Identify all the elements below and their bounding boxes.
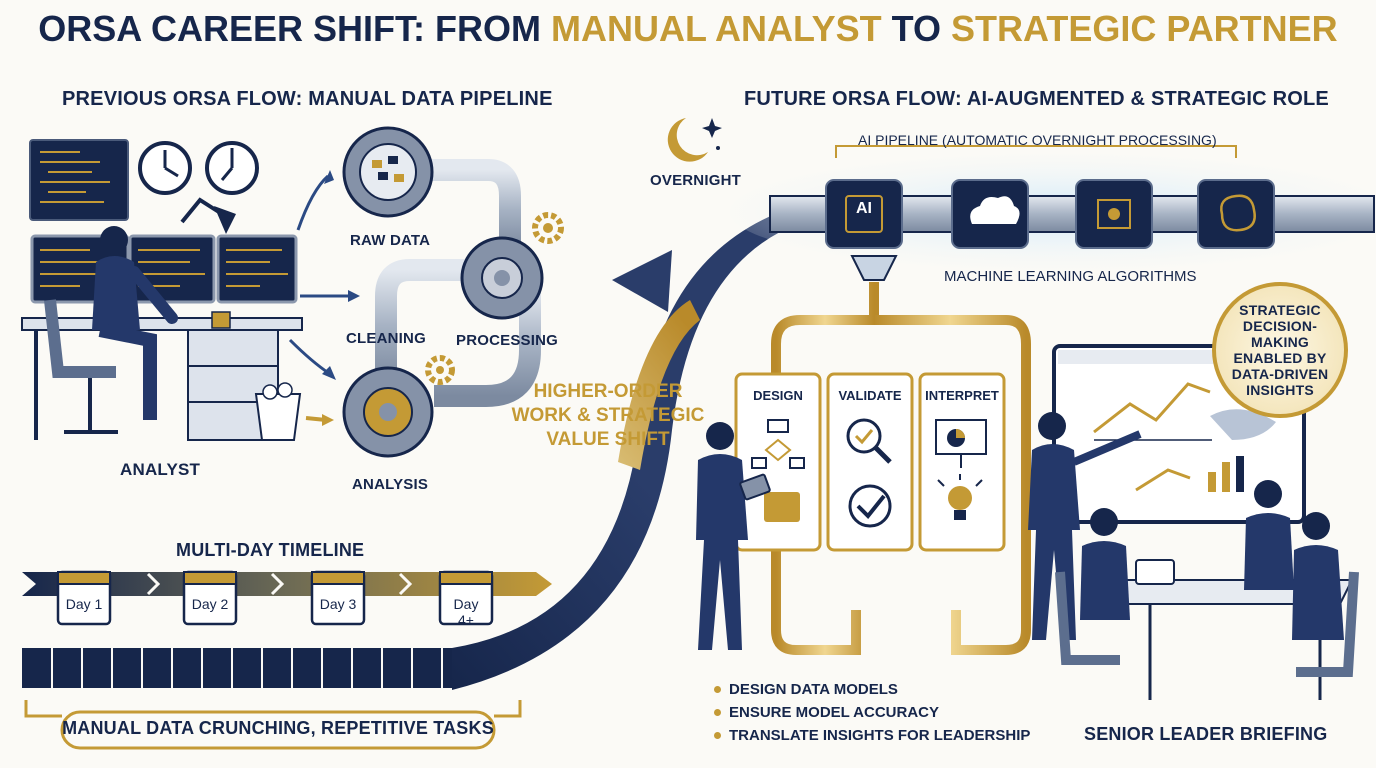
title-part-4: STRATEGIC PARTNER [951, 8, 1338, 49]
badge-line-3: ENABLED BY [1233, 350, 1327, 366]
shift-line-2: WORK & STRATEGIC [511, 405, 705, 426]
badge-line-1: STRATEGIC [1239, 302, 1321, 318]
gear-icon [342, 366, 434, 458]
badge-line-2: DECISION-MAKING [1242, 318, 1318, 350]
page-title: ORSA CAREER SHIFT: FROM MANUAL ANALYST T… [0, 8, 1376, 50]
clock-icon [138, 141, 192, 195]
bullet-dot-icon [714, 732, 721, 739]
manual-bar-label: MANUAL DATA CRUNCHING, REPETITIVE TASKS [62, 718, 494, 738]
leader-figures [1055, 480, 1359, 677]
clock-icon [205, 141, 259, 195]
manual-pipes [375, 159, 541, 407]
card-interpret-title: INTERPRET [925, 388, 999, 403]
desk-lamp-icon [180, 197, 236, 234]
strategic-badge-text: STRATEGIC DECISION-MAKING ENABLED BY DAT… [1214, 302, 1346, 398]
pipeline-outlet [850, 255, 898, 281]
pipeline-bracket [835, 145, 1237, 158]
moon-icon [667, 118, 722, 162]
processing-label: PROCESSING [456, 332, 559, 349]
flow-arrows [288, 174, 352, 376]
presentation-icon [935, 419, 987, 468]
calendar-icon [56, 570, 494, 626]
shift-arrow [452, 212, 780, 690]
shift-line-3: VALUE SHIFT [546, 429, 670, 450]
bullet-text: TRANSLATE INSIGHTS FOR LEADERSHIP [729, 727, 1031, 744]
gear-icon [460, 236, 544, 320]
network-chip-node [1075, 179, 1153, 249]
bullet-text: DESIGN DATA MODELS [729, 681, 898, 698]
future-flow-heading: FUTURE ORSA FLOW: AI-AUGMENTED & STRATEG… [744, 88, 1329, 110]
cloud-node [951, 179, 1029, 249]
code-board [29, 139, 129, 221]
waste-basket-icon [254, 382, 302, 441]
overnight-label: OVERNIGHT [650, 172, 741, 189]
ai-chip-label: AI [856, 200, 872, 217]
previous-flow-heading: PREVIOUS ORSA FLOW: MANUAL DATA PIPELINE [62, 88, 553, 110]
gear-icon [342, 126, 434, 218]
shift-label: HIGHER-ORDER WORK & STRATEGIC VALUE SHIF… [500, 380, 716, 452]
card-design-title: DESIGN [753, 388, 803, 403]
small-gear-icon [425, 212, 564, 385]
analyst-figure [44, 226, 178, 434]
role-bullets: DESIGN DATA MODELS ENSURE MODEL ACCURACY… [714, 678, 1030, 747]
flowchart-icon [751, 419, 805, 469]
timeline-arrow [22, 572, 552, 596]
day-2-label: Day 2 [191, 596, 229, 612]
analysis-label: ANALYSIS [352, 476, 429, 493]
bullet-item: ENSURE MODEL ACCURACY [714, 701, 1030, 724]
raw-data-label: RAW DATA [350, 232, 431, 249]
manual-task-bar [22, 648, 522, 750]
analyst-monitors [30, 234, 298, 304]
analyst-label: ANALYST [120, 460, 201, 479]
shift-line-1: HIGHER-ORDER [533, 381, 683, 402]
bullet-text: ENSURE MODEL ACCURACY [729, 704, 940, 721]
pipeline-label: AI PIPELINE (AUTOMATIC OVERNIGHT PROCESS… [858, 132, 1217, 148]
ai-chip-node [825, 179, 903, 249]
bullet-dot-icon [714, 686, 721, 693]
bullet-item: DESIGN DATA MODELS [714, 678, 1030, 701]
arrow-heads [322, 170, 360, 380]
bullet-item: TRANSLATE INSIGHTS FOR LEADERSHIP [714, 724, 1030, 747]
day-1-label: Day 1 [65, 596, 103, 612]
magnifier-icon [846, 418, 892, 464]
title-part-2: MANUAL ANALYST [550, 8, 882, 49]
brain-node [1197, 179, 1275, 249]
timeline-label: MULTI-DAY TIMELINE [176, 540, 365, 560]
card-validate-title: VALIDATE [838, 388, 902, 403]
day-3-label: Day 3 [319, 596, 357, 612]
title-part-1: ORSA CAREER SHIFT: FROM [38, 8, 551, 49]
lightbulb-icon [937, 474, 983, 520]
briefing-label: SENIOR LEADER BRIEFING [1084, 724, 1328, 744]
title-part-3: TO [881, 8, 952, 49]
cleaning-label: CLEANING [346, 330, 426, 347]
bullet-dot-icon [714, 709, 721, 716]
strategist-figure [696, 422, 771, 650]
checkmark-icon [848, 484, 892, 528]
strategic-badge [1212, 282, 1348, 418]
badge-line-4: DATA-DRIVEN [1231, 366, 1329, 382]
ml-label: MACHINE LEARNING ALGORITHMS [944, 268, 1197, 285]
day-4-label: Day 4+ [453, 596, 479, 628]
presenter-figure [1028, 412, 1142, 640]
puzzle-icon [764, 492, 800, 522]
badge-line-5: INSIGHTS [1246, 382, 1314, 398]
